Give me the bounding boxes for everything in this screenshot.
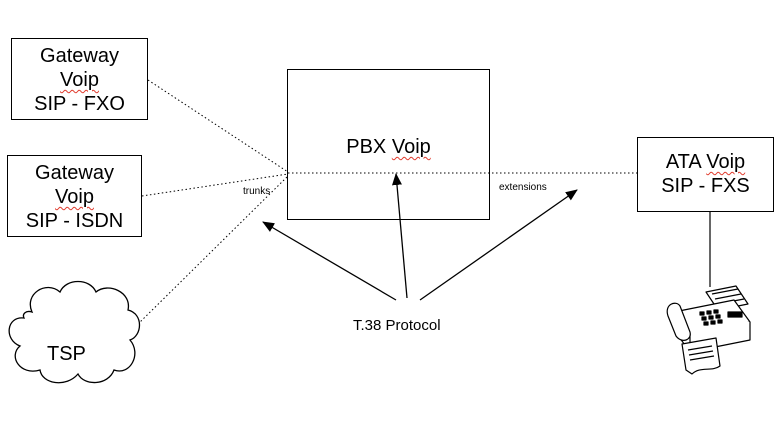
trunks-label: trunks (243, 186, 271, 197)
gateway-isdn-voip: Voip (55, 186, 94, 208)
t38-protocol-label: T.38 Protocol (353, 317, 441, 334)
gateway-isdn-protocol: SIP - ISDN (25, 210, 124, 232)
ata-voip: Voip (706, 151, 746, 173)
extensions-label: extensions (499, 182, 547, 193)
ata-voip-box: ATA Voip SIP - FXS (637, 137, 774, 212)
fxo-to-pbx-link (147, 79, 289, 173)
gateway-fxo-box: Gateway Voip SIP - FXO (11, 38, 148, 120)
pbx-voip-box: PBX Voip (287, 69, 490, 220)
t38-arrow-trunks (262, 221, 397, 301)
gateway-isdn-title: Gateway (35, 162, 114, 184)
cloud-icon (8, 280, 141, 384)
gateway-fxo-voip: Voip (60, 69, 99, 91)
gateway-fxo-protocol: SIP - FXO (34, 93, 125, 115)
pbx-voip: Voip (391, 136, 431, 158)
fax-machine-icon (666, 285, 751, 375)
t38-arrow-extensions (419, 189, 578, 301)
ata-title: ATA (665, 151, 701, 173)
pbx-title: PBX (346, 136, 387, 158)
ata-protocol: SIP - FXS (661, 175, 750, 197)
gateway-isdn-box: Gateway Voip SIP - ISDN (7, 155, 142, 237)
t38-arrow-pbx (391, 173, 408, 299)
tsp-label: TSP (47, 343, 86, 365)
gateway-fxo-title: Gateway (40, 45, 119, 67)
tsp-to-pbx-link (134, 175, 289, 328)
isdn-to-pbx-link (141, 173, 289, 197)
